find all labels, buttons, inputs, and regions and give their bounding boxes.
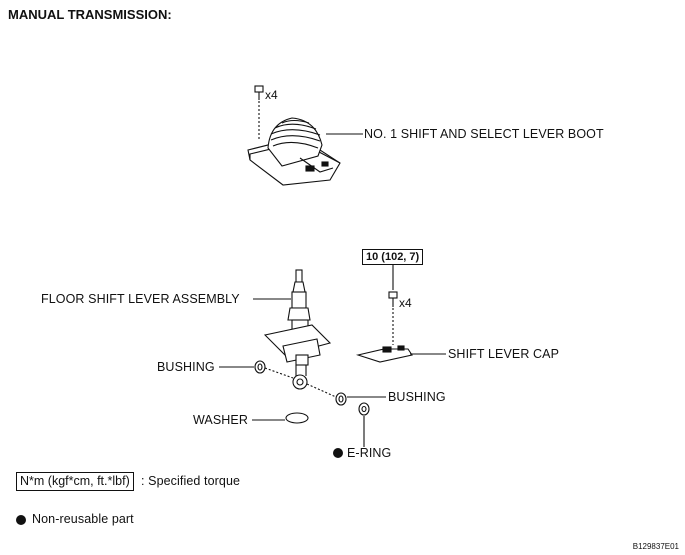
floor-shift-lever-icon	[263, 269, 332, 390]
e-ring-icon	[358, 402, 370, 416]
shift-lever-cap-icon	[355, 345, 413, 363]
bushing-left-label: BUSHING	[157, 360, 215, 374]
legend-torque-box: N*m (kgf*cm, ft.*lbf)	[16, 472, 134, 491]
lever-label: FLOOR SHIFT LEVER ASSEMBLY	[41, 292, 240, 306]
bushing-left-icon	[254, 360, 266, 374]
e-ring-label: E-RING	[347, 446, 392, 460]
figure-id: B129837E01	[632, 542, 679, 551]
cap-bolt-icon	[388, 291, 398, 307]
lever-boot-icon	[247, 117, 341, 186]
bushing-right-label: BUSHING	[388, 390, 446, 404]
legend-torque-text: : Specified torque	[141, 474, 241, 488]
washer-label: WASHER	[193, 413, 249, 427]
washer-icon	[285, 412, 309, 424]
boot-bolt-icon	[254, 85, 264, 100]
cap-torque-box: 10 (102, 7)	[362, 249, 424, 265]
cap-bolt-qty: x4	[399, 296, 412, 310]
legend-non-reusable-text: Non-reusable part	[32, 512, 134, 526]
page-title: MANUAL TRANSMISSION:	[8, 7, 172, 22]
boot-label: NO. 1 SHIFT AND SELECT LEVER BOOT	[364, 127, 604, 141]
boot-bolt-qty: x4	[265, 88, 278, 102]
cap-label: SHIFT LEVER CAP	[448, 347, 560, 361]
legend-non-reusable-dot-icon	[16, 515, 26, 525]
bushing-right-icon	[335, 392, 347, 406]
non-reusable-dot-icon	[333, 448, 343, 458]
